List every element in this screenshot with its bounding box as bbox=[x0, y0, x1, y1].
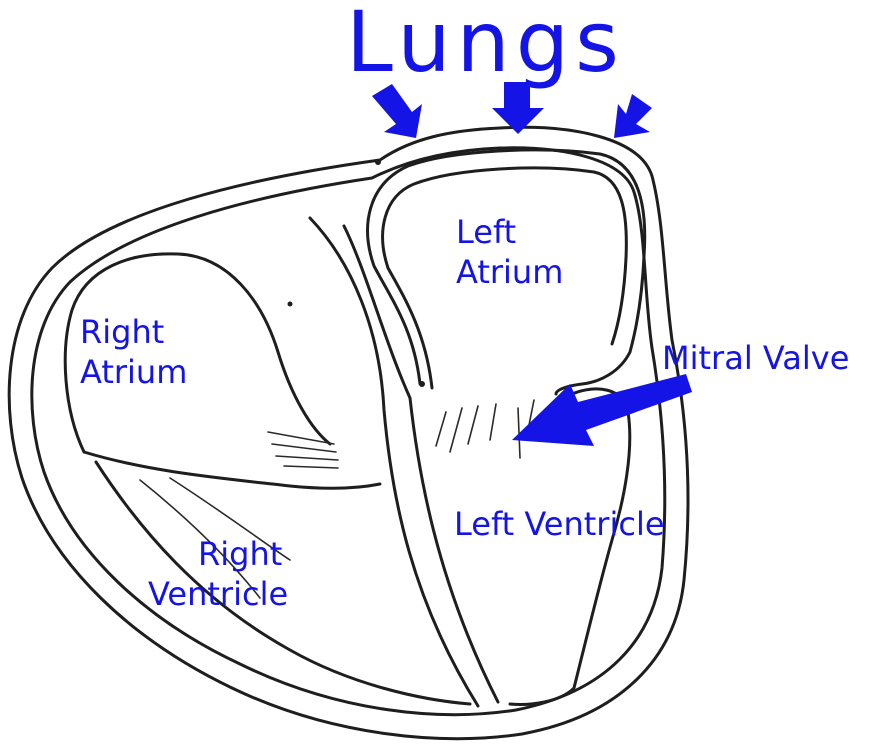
tricuspid-strand bbox=[272, 444, 336, 452]
left-atrium-label: Left Atrium bbox=[456, 212, 563, 292]
right-ventricle-label: Right Ventricle bbox=[148, 534, 288, 614]
right-atrium-label-line2: Atrium bbox=[80, 352, 187, 392]
left-ventricle-label: Left Ventricle bbox=[454, 504, 665, 544]
right-ventricle-label-line2: Ventricle bbox=[148, 574, 288, 614]
left-atrium-label-line1: Left bbox=[456, 212, 563, 252]
right-atrium-label: Right Atrium bbox=[80, 312, 187, 392]
lungs-arrow-right bbox=[614, 94, 652, 138]
septum-line bbox=[310, 218, 478, 706]
right-atrium-label-line1: Right bbox=[80, 312, 187, 352]
mitral-valve-arrow bbox=[512, 374, 692, 446]
mitral-strand bbox=[436, 412, 446, 446]
mitral-strand bbox=[450, 408, 462, 452]
ink-dot bbox=[288, 302, 293, 307]
tricuspid-strand bbox=[276, 456, 338, 460]
lungs-title: Lungs bbox=[346, 0, 625, 92]
septum-line-inner bbox=[344, 226, 498, 702]
mitral-strand bbox=[490, 404, 496, 440]
mitral-valve-label: Mitral Valve bbox=[662, 338, 849, 378]
mitral-strand bbox=[468, 406, 478, 444]
tricuspid-strand bbox=[284, 466, 338, 468]
ink-dot bbox=[375, 159, 381, 165]
ink-dot bbox=[419, 381, 425, 387]
right-atrium-floor bbox=[84, 452, 380, 488]
left-atrium-label-line2: Atrium bbox=[456, 252, 563, 292]
lungs-arrow-left bbox=[372, 84, 422, 138]
right-ventricle-label-line1: Right bbox=[148, 534, 288, 574]
